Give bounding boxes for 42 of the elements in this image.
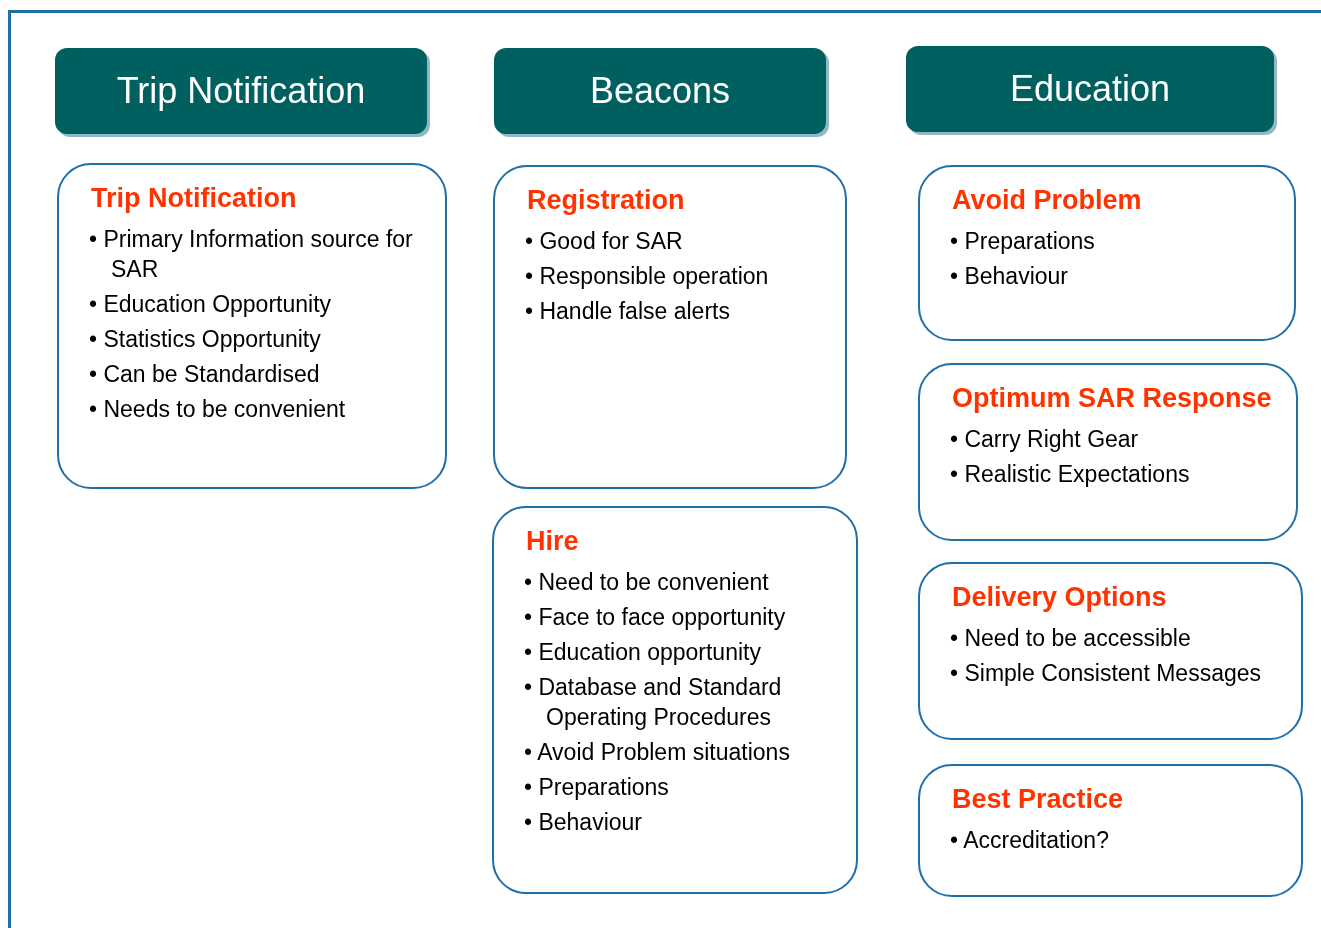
bullet-item: • Primary Information source for SAR (89, 225, 414, 284)
bullet-item: • Behaviour (950, 262, 1069, 291)
card-heading: Optimum SAR Response (952, 383, 1273, 414)
bullet-item: • Preparations (950, 227, 1096, 256)
bullet-item: • Behaviour (524, 808, 643, 837)
topic-card (918, 764, 1303, 897)
bullet-item: • Database and Standard Operating Procedures (524, 673, 783, 732)
card-heading: Avoid Problem (952, 185, 1143, 216)
column-header (55, 48, 427, 134)
bullet-item: • Responsible operation (525, 262, 770, 291)
column-header (906, 46, 1274, 132)
bullet-item: • Can be Standardised (89, 360, 321, 389)
bullet-item: • Statistics Opportunity (89, 325, 322, 354)
topic-card (57, 163, 447, 489)
header-title: Trip Notification (116, 70, 366, 112)
bullet-item: • Carry Right Gear (950, 425, 1140, 454)
topic-card (492, 506, 858, 894)
bullet-item: • Education Opportunity (89, 290, 333, 319)
bullet-item: • Accreditation? (950, 826, 1110, 855)
bullet-item: • Handle false alerts (525, 297, 731, 326)
column-header (494, 48, 826, 134)
bullet-item: • Need to be accessible (950, 624, 1192, 653)
topic-card (918, 363, 1298, 541)
header-title: Education (1009, 68, 1171, 110)
bullet-item: • Education opportunity (524, 638, 762, 667)
bullet-item: • Need to be convenient (524, 568, 770, 597)
bullet-item: • Face to face opportunity (524, 603, 787, 632)
bullet-item: • Preparations (524, 773, 670, 802)
header-title: Beacons (589, 70, 731, 112)
topic-card (918, 562, 1303, 740)
bullet-item: • Avoid Problem situations (524, 738, 791, 767)
card-heading: Best Practice (952, 784, 1125, 815)
bullet-item: • Realistic Expectations (950, 460, 1191, 489)
bullet-item: • Good for SAR (525, 227, 684, 256)
card-heading: Hire (526, 526, 580, 557)
card-heading: Trip Notification (91, 183, 298, 214)
topic-card (493, 165, 847, 489)
card-heading: Registration (527, 185, 686, 216)
bullet-item: • Simple Consistent Messages (950, 659, 1263, 688)
topic-card (918, 165, 1296, 341)
bullet-item: • Needs to be convenient (89, 395, 347, 424)
card-heading: Delivery Options (952, 582, 1168, 613)
